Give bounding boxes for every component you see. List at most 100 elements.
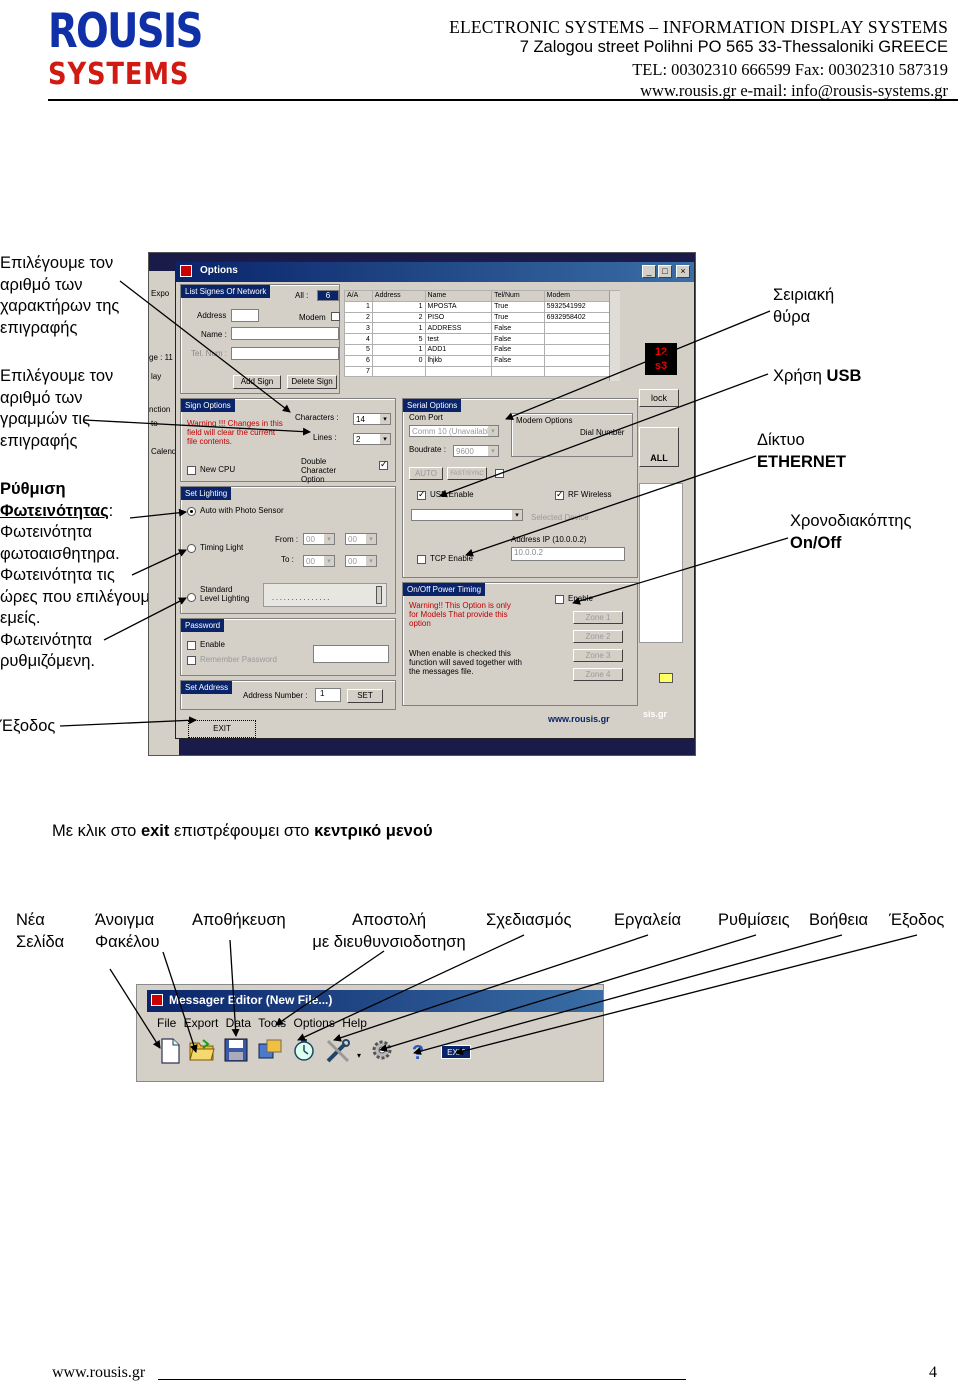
table-cell: 7 — [344, 365, 373, 378]
table-cell: True — [491, 300, 545, 313]
to-minute-select[interactable]: 00 — [345, 555, 377, 567]
new-cpu-label: New CPU — [200, 465, 236, 474]
com-port-select[interactable]: Comm 10 (Unavailable) — [409, 425, 499, 437]
help-icon[interactable]: ? — [403, 1037, 433, 1069]
messager-titlebar: Messager Editor (New File...) — [147, 990, 603, 1012]
group-header: Password — [181, 619, 225, 632]
maximize-icon[interactable]: □ — [658, 265, 672, 278]
label-line: Ρυθμίσεις — [718, 911, 790, 929]
zone-3-button[interactable]: Zone 3 — [573, 649, 623, 662]
boudrate-select[interactable]: 9600 — [453, 445, 499, 457]
messager-title: Messager Editor (New File...) — [169, 993, 333, 1007]
side-menu-item[interactable]: Expo — [151, 289, 170, 298]
label-line: Βοήθεια — [809, 911, 869, 929]
standard-level-radio[interactable] — [187, 593, 196, 602]
label-line: Αποστολή — [351, 911, 427, 929]
onoff-enable-checkbox[interactable] — [555, 595, 564, 604]
note-line: επιγραφής — [0, 318, 78, 337]
fast-sync-button[interactable]: FAST/SYNC — [447, 467, 487, 480]
delete-sign-button[interactable]: Delete Sign — [287, 375, 337, 389]
column-header[interactable]: Name — [424, 290, 493, 302]
note-usb-prefix: Χρήση — [773, 367, 822, 385]
table-cell: 5 — [344, 343, 373, 356]
name-field[interactable] — [231, 327, 339, 340]
column-header[interactable]: A/A — [344, 290, 373, 302]
design-clock-icon[interactable] — [289, 1037, 319, 1069]
note-exit: Έξοδος — [0, 717, 56, 735]
usb-enable-checkbox[interactable]: ✓ — [417, 489, 426, 500]
remember-password-checkbox[interactable] — [187, 656, 196, 665]
header-line-web: www.rousis.gr e-mail: info@rousis-system… — [640, 81, 948, 100]
column-header[interactable]: Address — [371, 290, 426, 302]
all-button[interactable]: ALL — [639, 427, 679, 467]
com-port-label: Com Port — [409, 413, 443, 422]
double-char-checkbox[interactable]: ✓ — [379, 459, 388, 470]
options-website-link[interactable]: www.rousis.gr — [548, 714, 610, 724]
usb-device-select[interactable] — [411, 509, 523, 521]
table-row[interactable]: 7 — [344, 365, 621, 378]
lines-select[interactable]: 2 — [353, 433, 391, 445]
new-cpu-checkbox[interactable] — [187, 466, 196, 475]
zone-4-button[interactable]: Zone 4 — [573, 668, 623, 681]
ip-field[interactable]: 10.0.0.2 — [511, 547, 625, 561]
set-address-button[interactable]: SET — [347, 689, 383, 703]
characters-select[interactable]: 14 — [353, 413, 391, 425]
auto-button[interactable]: AUTO — [409, 467, 443, 480]
messager-menubar[interactable]: File Export Data Tools Options Help — [157, 1016, 367, 1030]
tools-dropdown-icon[interactable]: ▾ — [357, 1051, 362, 1060]
auto-photo-radio[interactable] — [187, 507, 196, 516]
settings-gear-icon[interactable] — [367, 1037, 397, 1069]
close-icon[interactable]: × — [676, 265, 690, 278]
side-menu-item[interactable]: nction — [149, 405, 171, 414]
exit-button[interactable]: EXIT — [188, 720, 256, 738]
logo-systems-text: SYSTEMS — [48, 57, 190, 92]
side-menu-item[interactable]: Calend — [151, 447, 177, 456]
password-field[interactable] — [313, 645, 389, 663]
group-header: Set Lighting — [181, 487, 232, 500]
to-hour-select[interactable]: 00 — [303, 555, 335, 567]
new-page-icon[interactable] — [155, 1037, 185, 1069]
column-header[interactable]: Tel/Num — [491, 290, 545, 302]
side-menu-item[interactable]: lay — [151, 372, 162, 381]
tcp-enable-checkbox[interactable] — [417, 555, 426, 564]
send-icon[interactable] — [255, 1037, 285, 1069]
timing-light-radio[interactable] — [187, 544, 196, 553]
zone-1-button[interactable]: Zone 1 — [573, 611, 623, 624]
tel-field[interactable] — [231, 347, 339, 360]
clock-button[interactable]: lock — [639, 389, 679, 407]
from-hour-select[interactable]: 00 — [303, 533, 335, 545]
save-disk-icon[interactable] — [221, 1037, 251, 1069]
modem-checkbox[interactable] — [331, 312, 340, 321]
password-group: Password Enable Remember Password — [180, 618, 396, 676]
note-line: αριθμό των — [0, 275, 83, 294]
from-minute-select[interactable]: 00 — [345, 533, 377, 545]
minimize-icon[interactable]: _ — [642, 265, 656, 278]
serial-aux-checkbox[interactable] — [495, 469, 504, 478]
zone-2-button[interactable]: Zone 2 — [573, 630, 623, 643]
list-signs-group: List Signes Of Network All : 6 Address M… — [180, 284, 340, 394]
brightness-slider[interactable]: ............... — [263, 583, 387, 607]
slider-thumb[interactable] — [376, 586, 382, 604]
note-switch-bold: On/Off — [790, 533, 842, 552]
password-enable-checkbox[interactable] — [187, 641, 196, 650]
address-field[interactable] — [231, 309, 259, 322]
side-menu-item[interactable]: to — [151, 419, 158, 428]
label-settings: Ρυθμίσεις — [718, 910, 790, 932]
side-menu-item[interactable]: ge : 11 — [149, 353, 173, 362]
tools-icon[interactable] — [323, 1037, 353, 1069]
exit-icon[interactable]: EXIT — [441, 1045, 471, 1059]
modem-options-group: Modem Options Dial Number — [511, 413, 633, 457]
add-sign-button[interactable]: Add Sign — [233, 375, 281, 389]
table-cell: ADDRESS — [424, 322, 493, 335]
note-onoff-switch: Χρονοδιακόπτης On/Off — [790, 511, 911, 554]
table-scrollbar[interactable] — [609, 291, 620, 381]
address-number-field[interactable]: 1 — [315, 688, 341, 702]
open-folder-icon[interactable] — [187, 1037, 217, 1069]
rf-wireless-checkbox[interactable]: ✓ — [555, 489, 564, 500]
